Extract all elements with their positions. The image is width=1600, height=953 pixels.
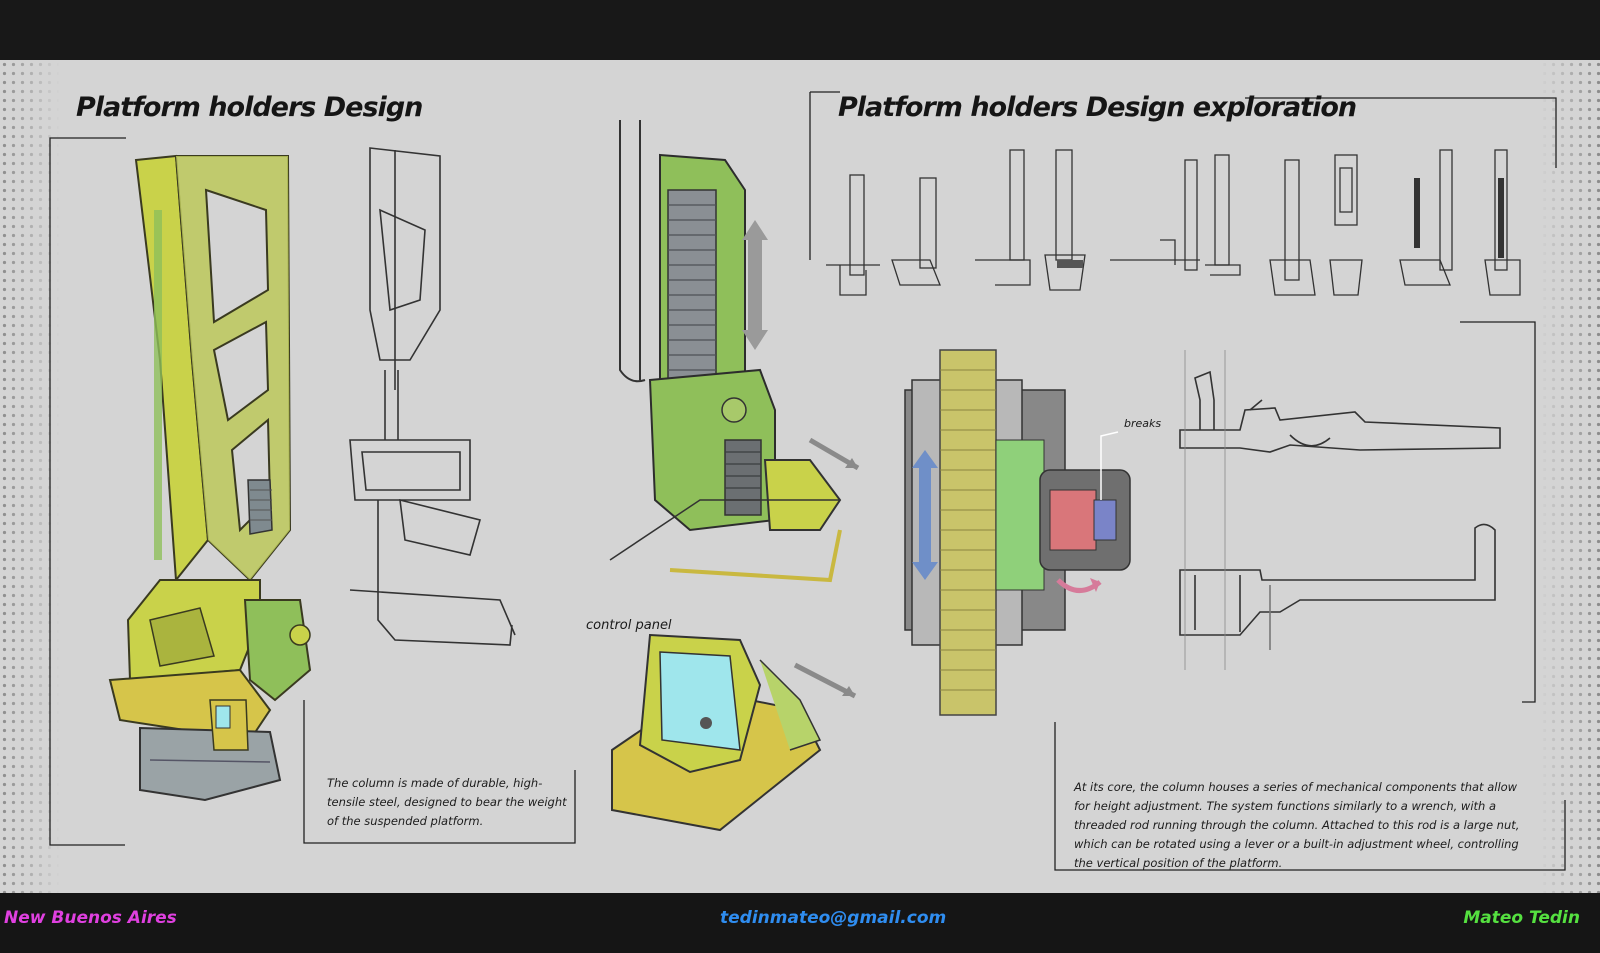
column-mechanism-sketch (609, 120, 860, 583)
halftone-border-right (1540, 60, 1600, 893)
exploration-thumbnails (826, 149, 1521, 296)
note-column-material: The column is made of durable, high-tens… (327, 776, 567, 828)
note-mechanism: At its core, the column houses a series … (1074, 780, 1520, 870)
control-panel-sketch (611, 633, 857, 832)
cross-section-rod-threads (940, 369, 996, 691)
cross-section-sketch (904, 349, 1131, 716)
footer-email: tedinmateo@gmail.com (720, 908, 947, 928)
main-column-sketch (108, 154, 312, 802)
footer-bar: New Buenos Aires tedinmateo@gmail.com Ma… (0, 893, 1600, 953)
label-control-panel: control panel (586, 618, 672, 633)
lever-guidelines (1184, 350, 1226, 670)
lever-sketches (1179, 370, 1501, 650)
top-band (0, 0, 1600, 60)
exploration-thumbnail-darks (1057, 178, 1504, 268)
threaded-rod (668, 204, 716, 371)
title-holders-design: Platform holders Design (76, 92, 423, 123)
sketch-artwork (49, 91, 1566, 871)
title-design-exploration: Platform holders Design exploration (838, 92, 1357, 123)
sheet-canvas: Platform holders Design Platform holders… (0, 60, 1600, 893)
panel-frames (49, 91, 1566, 871)
footer-location: New Buenos Aires (4, 908, 177, 928)
label-breaks: breaks (1124, 417, 1162, 430)
footer-author: Mateo Tedin (1463, 908, 1580, 928)
column-line-sketch (349, 147, 516, 646)
